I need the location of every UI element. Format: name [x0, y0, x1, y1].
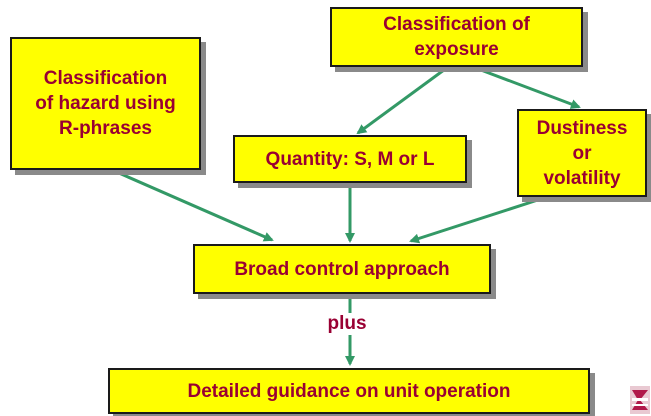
hazard-classification-box: Classification of hazard using R-phrases	[10, 37, 201, 170]
quantity-text: Quantity: S, M or L	[266, 147, 435, 172]
exposure-line-1: Classification of	[383, 14, 530, 35]
exposure-classification-text: Classification of exposure	[383, 12, 530, 62]
dustiness-line-2: or	[572, 142, 592, 164]
hazard-line-1: Classification	[43, 68, 168, 89]
broad-control-approach-text: Broad control approach	[234, 257, 449, 282]
plus-connector-label: plus	[317, 313, 377, 335]
broad-control-approach-box: Broad control approach	[193, 244, 491, 294]
dustiness-volatility-box: Dustiness or volatility	[517, 109, 647, 197]
quantity-box: Quantity: S, M or L	[233, 135, 467, 183]
detailed-guidance-text: Detailed guidance on unit operation	[187, 379, 510, 404]
logo-icon	[630, 386, 650, 414]
arrow-hazard-to-broad	[111, 168, 274, 242]
exposure-line-2: exposure	[414, 39, 499, 60]
hazard-line-3: R-phrases	[59, 118, 152, 139]
dustiness-volatility-text: Dustiness or volatility	[537, 116, 628, 191]
dustiness-line-3: volatility	[543, 167, 621, 189]
broad-line-1: Broad control approach	[234, 258, 450, 280]
hazard-line-2: of hazard using	[35, 93, 176, 114]
hazard-classification-text: Classification of hazard using R-phrases	[35, 66, 175, 141]
quantity-line-1: Quantity: S, M or L	[265, 148, 435, 170]
arrow-dustiness-to-broad	[409, 195, 548, 244]
arrow-exposure-to-quantity	[356, 65, 449, 135]
dustiness-line-1: Dustiness	[536, 117, 628, 139]
detailed-guidance-box: Detailed guidance on unit operation	[108, 368, 590, 414]
arrow-exposure-to-dustiness	[472, 65, 581, 109]
detailed-line-1: Detailed guidance on unit operation	[187, 380, 511, 402]
exposure-classification-box: Classification of exposure	[330, 7, 583, 67]
